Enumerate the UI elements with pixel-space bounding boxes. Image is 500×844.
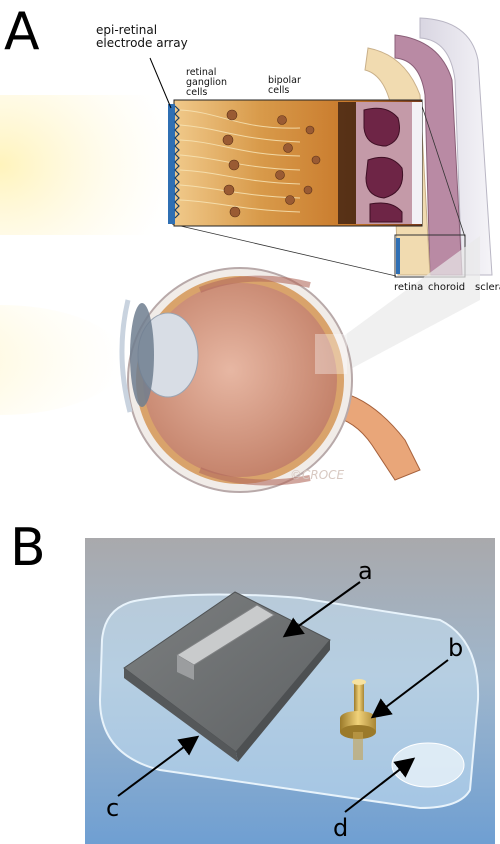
electrode-array-small: [396, 238, 400, 274]
arrow-b: [370, 659, 449, 719]
panel-a-illustration: [0, 17, 493, 493]
callout-b: b: [448, 634, 464, 662]
zoom-light-cone: [315, 236, 480, 372]
callout-a: a: [358, 557, 373, 585]
electrode-array-large: [168, 104, 175, 224]
panel-b-illustration: [85, 538, 495, 844]
electrode-label-leader: [149, 57, 172, 109]
panel-a-letter: A: [4, 2, 40, 62]
arrow-c: [117, 735, 200, 797]
label-sclera: sclera: [475, 282, 500, 293]
incoming-light-glow: [0, 95, 175, 235]
callout-c: c: [106, 794, 120, 822]
panel-b-letter: B: [10, 518, 46, 578]
label-ganglion-cells: retinal ganglion cells: [186, 67, 228, 98]
label-bipolar-cells: bipolar cells: [268, 75, 301, 96]
artist-signature: ©CROCE: [290, 468, 345, 482]
gold-connector: [340, 679, 376, 760]
zoom-line-bottom: [171, 223, 397, 277]
zoom-target-box: [315, 334, 347, 374]
label-choroid: choroid: [428, 282, 466, 293]
magnified-retina: [168, 99, 423, 227]
eye-globe: [0, 236, 480, 493]
callout-d: d: [333, 814, 349, 842]
arrow-a: [282, 581, 361, 638]
label-electrode-array: epi-retinal electrode array: [96, 23, 188, 50]
arrow-d: [344, 757, 416, 813]
label-retina: retina: [394, 282, 424, 293]
lens-element: [391, 742, 465, 788]
zoom-line-top: [419, 99, 466, 238]
